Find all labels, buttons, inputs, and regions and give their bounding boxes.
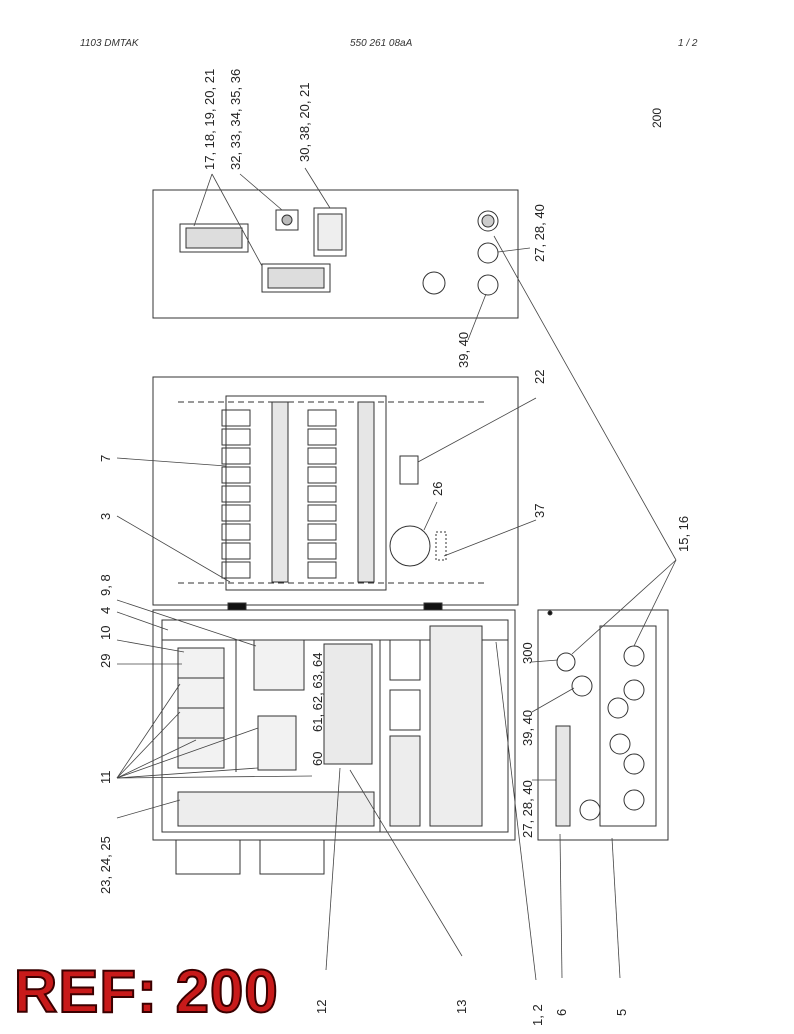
header-left: 1103 DMTAK: [80, 38, 139, 49]
callout-26: 26: [430, 482, 445, 496]
interior-panel: [152, 609, 516, 875]
callout-39-40-top: 39, 40: [456, 332, 471, 368]
door-relay: [307, 485, 337, 503]
callout-11: 11: [98, 771, 113, 785]
callout-30-21: 30, 38, 20, 21: [297, 82, 312, 162]
side-panel: [537, 609, 669, 841]
callout-3: 3: [98, 513, 113, 520]
callout-29: 29: [98, 654, 113, 668]
top-panel: [152, 189, 519, 319]
callout-4: 4: [98, 607, 113, 614]
callout-1-2: 1, 2: [530, 1004, 545, 1026]
callout-37: 37: [532, 504, 547, 518]
door-relay: [307, 523, 337, 541]
callout-15-16: 15, 16: [676, 516, 691, 552]
callout-23-25: 23, 24, 25: [98, 836, 113, 894]
door-panel: [152, 376, 519, 611]
door-relay: [221, 409, 251, 427]
callout-60: 60: [310, 752, 325, 766]
door-relay: [307, 561, 337, 579]
callout-32-36: 32, 33, 34, 35, 36: [228, 69, 243, 170]
callout-17-21: 17, 18, 19, 20, 21: [202, 69, 217, 170]
door-relay: [221, 561, 251, 579]
callout-10: 10: [98, 626, 113, 640]
door-relay: [221, 466, 251, 484]
door-relay: [221, 542, 251, 560]
callout-61-64: 61, 62, 63, 64: [310, 652, 325, 732]
callout-300: 300: [520, 642, 535, 664]
header-page-number: 1 / 2: [678, 38, 698, 49]
door-relay: [221, 447, 251, 465]
door-relay: [307, 542, 337, 560]
door-relay: [307, 466, 337, 484]
header-drawing-number: 550 261 08aA: [350, 38, 413, 49]
sheet-number: 200: [650, 108, 664, 128]
door-relay: [221, 523, 251, 541]
callout-9-8: 9, 8: [98, 574, 113, 596]
callout-5: 5: [614, 1009, 629, 1016]
door-relay: [307, 504, 337, 522]
callout-7: 7: [98, 455, 113, 462]
callout-39-40-bottom: 39, 40: [520, 710, 535, 746]
door-relay: [221, 428, 251, 446]
callout-12: 12: [314, 1000, 329, 1014]
door-relay: [221, 485, 251, 503]
reference-banner: REF: 200: [13, 958, 279, 1025]
callout-27-40-bottom: 27, 28, 40: [520, 780, 535, 838]
callout-27-40-top: 27, 28, 40: [532, 204, 547, 262]
callout-13: 13: [454, 1000, 469, 1014]
callout-6: 6: [554, 1009, 569, 1016]
door-relay: [307, 428, 337, 446]
callout-22: 22: [532, 370, 547, 384]
door-relay: [307, 409, 337, 427]
door-relay: [221, 504, 251, 522]
door-relay: [307, 447, 337, 465]
leader-lines: [116, 167, 677, 981]
